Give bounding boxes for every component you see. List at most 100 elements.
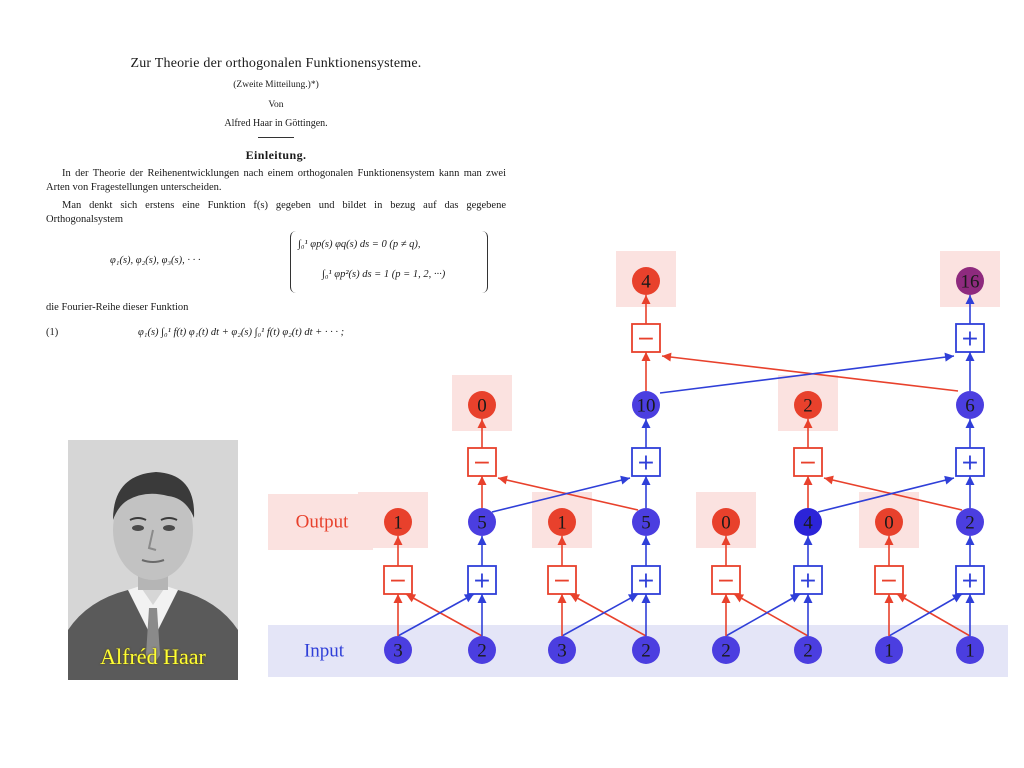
- op-level1-3: [631, 565, 661, 595]
- paper-system: φ₁(s), φ₂(s), φ₃(s), · · · ∫₀¹ φp(s) φq(…: [46, 231, 506, 297]
- op-level1-2-symbol: −: [553, 569, 571, 594]
- op-level1-5: [793, 565, 823, 595]
- edge-l2-7-to-plus-head: [965, 476, 975, 485]
- edge-l1-7-to-minus: [896, 593, 971, 637]
- op-level1-1: [467, 565, 497, 595]
- edge-op1-4-out-head: [721, 536, 731, 545]
- portrait-photo: Alfréd Haar: [68, 440, 238, 680]
- level1-node-5-value: 4: [803, 513, 813, 534]
- paper-paragraph-3: die Fourier-Reihe dieser Funktion: [46, 302, 189, 313]
- edge-l1-3-to-minus: [569, 593, 647, 637]
- op-level1-1-symbol: +: [473, 569, 491, 594]
- op-level1-0-symbol: −: [389, 569, 407, 594]
- level1-node-7: [956, 508, 984, 536]
- input-node-0: [384, 636, 412, 664]
- paper-paragraph-1: In der Theorie der Reihenentwicklungen n…: [46, 168, 506, 193]
- edge-op1-2-out-head: [557, 536, 567, 545]
- edge-op3-a-out-head: [641, 295, 651, 304]
- edge-op1-5-out-head: [803, 536, 813, 545]
- edge-l1-6-to-plus-head: [951, 594, 962, 603]
- edge-l1-4-to-minus-head: [721, 594, 731, 603]
- op-level3-0-symbol: −: [637, 327, 655, 352]
- op-level3-1: [955, 323, 985, 353]
- op-level2-3: [955, 447, 985, 477]
- input-node-5-value: 2: [803, 641, 813, 662]
- paper-system-brace: [290, 231, 488, 293]
- level1-node-1-value: 5: [477, 513, 487, 534]
- edge-l2-1-to-plus: [491, 477, 631, 513]
- op-level3-1-symbol: +: [961, 327, 979, 352]
- level1-node-0-value: 1: [393, 513, 403, 534]
- input-node-1-value: 2: [477, 641, 487, 662]
- level2-node-1: [632, 391, 660, 419]
- edge-op1-1-out-head: [477, 536, 487, 545]
- edge-l2-1-to-plus-head: [620, 475, 630, 485]
- op-level1-4-symbol: −: [717, 569, 735, 594]
- edge-op1-7-out-head: [965, 536, 975, 545]
- level2-node-0-value: 0: [477, 396, 487, 417]
- edge-op1-6-out-head: [884, 536, 894, 545]
- paper-paragraph-2: Man denkt sich erstens eine Funktion f(s…: [46, 200, 506, 225]
- level2-node-2: [794, 391, 822, 419]
- input-node-7-value: 1: [965, 641, 975, 662]
- edge-l3-b-to-minus-head: [662, 352, 672, 362]
- op-level2-1-symbol: +: [637, 451, 655, 476]
- input-node-3: [632, 636, 660, 664]
- input-node-4: [712, 636, 740, 664]
- paper-system-eq2: ∫₀¹ φp²(s) ds = 1 (p = 1, 2, ···): [322, 269, 446, 280]
- output-label: Output: [296, 512, 350, 533]
- input-node-6: [875, 636, 903, 664]
- edge-l3-a-to-plus: [659, 355, 955, 394]
- edge-l2-3-to-plus-head: [641, 476, 651, 485]
- level2-node-1-value: 10: [637, 396, 656, 417]
- level1-node-6: [875, 508, 903, 536]
- level1-node-2: [548, 508, 576, 536]
- edge-l1-4-to-plus-head: [789, 594, 800, 603]
- level1-node-7-value: 2: [965, 513, 975, 534]
- op-level2-2-symbol: −: [799, 451, 817, 476]
- op-level1-2: [547, 565, 577, 595]
- edge-l1-2-to-plus: [561, 593, 639, 637]
- edge-l3-a-to-minus-head: [641, 352, 651, 361]
- op-level2-0: [467, 447, 497, 477]
- input-node-0-value: 3: [393, 641, 403, 662]
- edge-l1-0-to-plus-head: [463, 594, 474, 603]
- op-level2-3-symbol: +: [961, 451, 979, 476]
- edge-l1-1-to-minus-head: [406, 594, 417, 603]
- paper-von: Von: [268, 100, 284, 110]
- input-node-3-value: 2: [641, 641, 651, 662]
- edge-op2-1-out-head: [477, 419, 487, 428]
- op-level1-6-symbol: −: [880, 569, 898, 594]
- input-node-6-value: 1: [884, 641, 894, 662]
- level3-node-0: [632, 267, 660, 295]
- paper-subtitle: (Zweite Mitteilung.)*): [233, 80, 319, 90]
- input-node-4-value: 2: [721, 641, 731, 662]
- edge-l1-0-to-plus: [397, 593, 475, 637]
- edge-l1-3-to-minus-head: [570, 594, 581, 603]
- paper-system-eq1: ∫₀¹ φp(s) φq(s) ds = 0 (p ≠ q),: [298, 239, 421, 250]
- level1-node-4-value: 0: [721, 513, 731, 534]
- input-node-2-value: 3: [557, 641, 567, 662]
- op-level1-4: [711, 565, 741, 595]
- edge-l1-7-to-plus-head: [965, 594, 975, 603]
- paper-excerpt: Zur Theorie der orthogonalen Funktionens…: [46, 50, 506, 347]
- edge-l1-2-to-minus-head: [557, 594, 567, 603]
- paper-equation-text: φ₁(s) ∫₀¹ f(t) φ₁(t) dt + φ₂(s) ∫₀¹ f(t)…: [138, 327, 345, 338]
- edge-l3-a-to-plus-head: [944, 352, 954, 362]
- input-node-7: [956, 636, 984, 664]
- paper-title: Zur Theorie der orthogonalen Funktionens…: [130, 56, 422, 71]
- input-node-5: [794, 636, 822, 664]
- op-level1-0: [383, 565, 413, 595]
- level2-node-3: [956, 391, 984, 419]
- level2-node-0: [468, 391, 496, 419]
- edge-op3-b-out-head: [965, 295, 975, 304]
- level3-node-1-value: 16: [961, 272, 980, 293]
- input-label: Input: [304, 641, 345, 662]
- edge-l1-5-to-minus: [733, 593, 809, 637]
- op-level1-3-symbol: +: [637, 569, 655, 594]
- edge-l1-4-to-plus: [725, 593, 801, 637]
- edge-l1-0-to-minus-head: [393, 594, 403, 603]
- level1-node-1: [468, 508, 496, 536]
- edge-l1-6-to-plus: [888, 593, 963, 637]
- edge-op2-3-out-head: [641, 419, 651, 428]
